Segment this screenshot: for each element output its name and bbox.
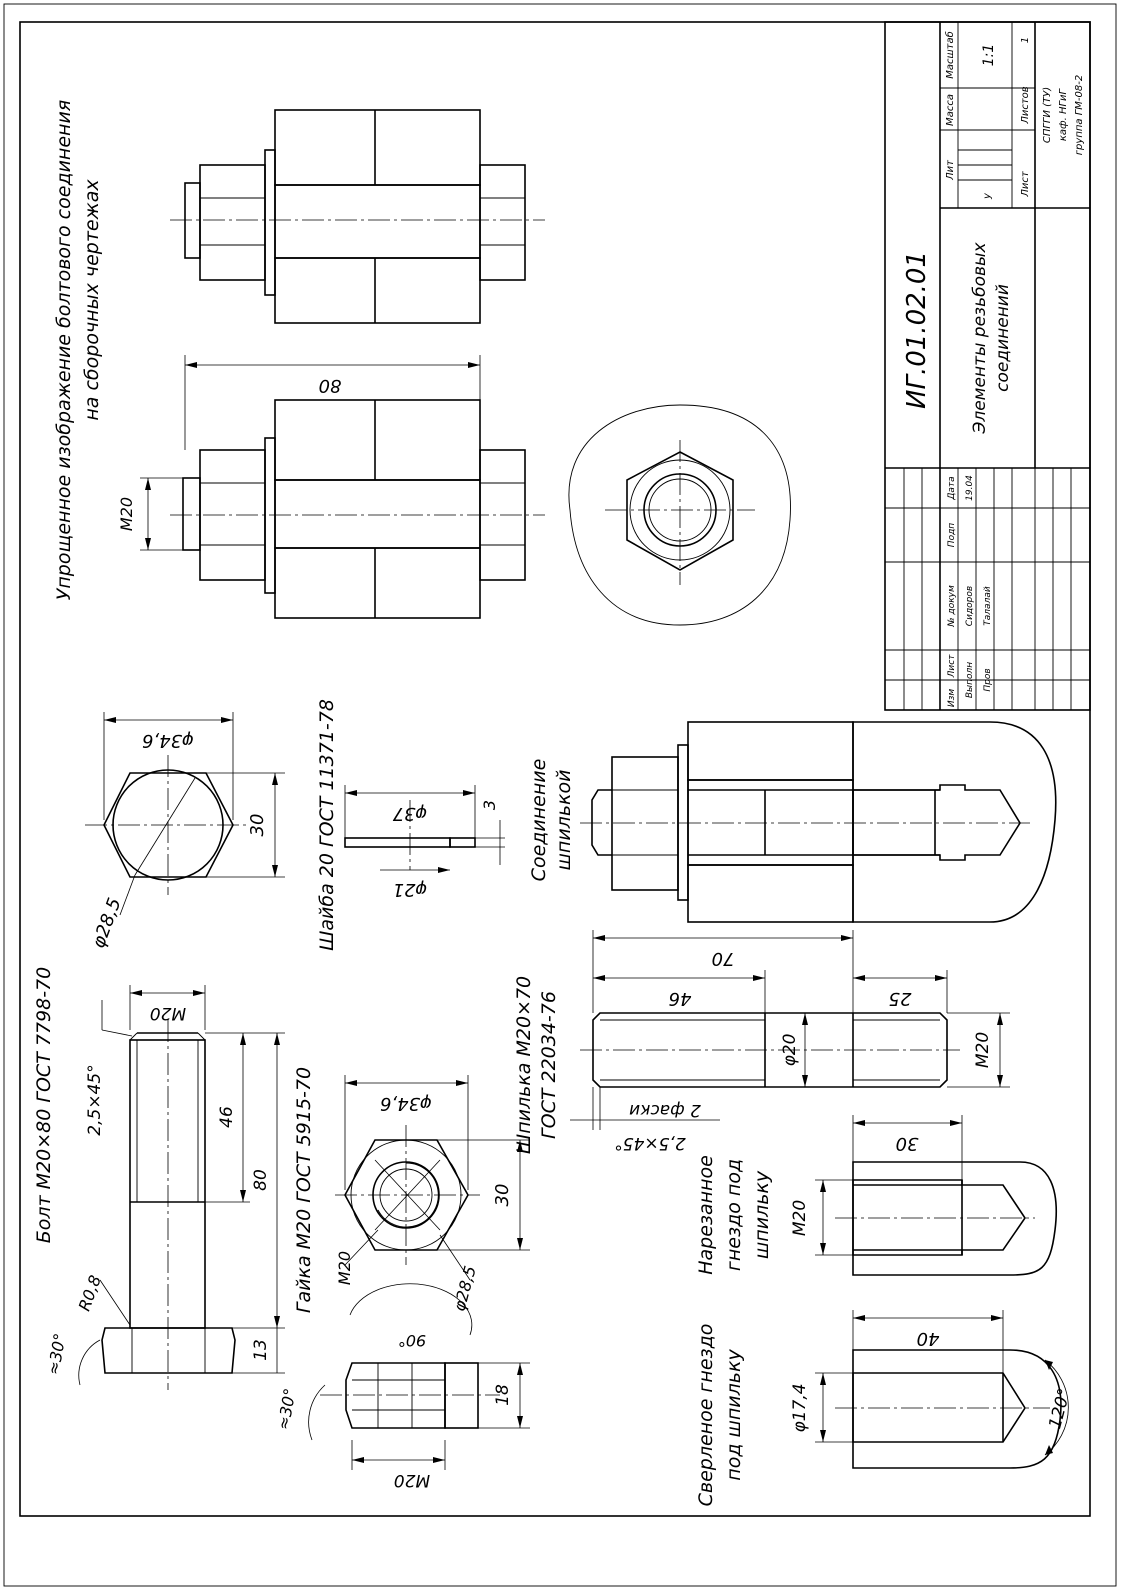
threaded-hole-section: 30 М20 bbox=[790, 1115, 1058, 1276]
caption-stud-joint-line1: Соединение bbox=[528, 759, 550, 882]
nut-side-view: 90° 18 М20 ≈30° bbox=[274, 1283, 530, 1490]
caption-stud-line1: Шпилька М20×70 bbox=[513, 976, 535, 1154]
bolt-side-view: М20 2,5×45° 46 80 13 R0,8 ≈30° bbox=[44, 985, 285, 1390]
simplified-bolted-joint-section: 80 М20 bbox=[117, 355, 545, 619]
dim-hex-circle: φ28,5 bbox=[88, 895, 126, 951]
dim-stud-long-thread: 46 bbox=[669, 988, 692, 1009]
dim-stud-thread: М20 bbox=[973, 1032, 993, 1068]
dim-nut-height: 18 bbox=[493, 1384, 513, 1406]
dim-hex-across-flats: 30 bbox=[247, 814, 268, 837]
bolted-joint-end-view bbox=[568, 404, 791, 626]
caption-stud-joint-line2: шпилькой bbox=[553, 770, 575, 871]
dim-bolt-thread-dia: М20 bbox=[150, 1003, 186, 1023]
developer-name: Сидоров bbox=[965, 586, 975, 626]
dim-nut-angle: ≈30° bbox=[274, 1387, 300, 1431]
dim-bolted-length: 80 bbox=[319, 375, 342, 396]
dim-bolted-thread: М20 bbox=[117, 497, 136, 531]
dim-stud-short-thread: 25 bbox=[889, 988, 912, 1009]
lit-header: Лит bbox=[945, 159, 956, 181]
dim-stud-chamfer-note: 2 фаски bbox=[629, 1100, 701, 1120]
mass-header: Масса bbox=[945, 94, 956, 126]
washer-view: φ37 φ21 3 bbox=[344, 785, 505, 900]
dim-hex-across-corners: φ34,6 bbox=[142, 730, 194, 751]
izm-header: Изм bbox=[947, 689, 957, 708]
dim-bolt-head-h: 13 bbox=[251, 1339, 271, 1361]
sheets-value: 1 bbox=[1020, 37, 1031, 43]
dim-threaded-dia: М20 bbox=[790, 1200, 810, 1236]
caption-drilled-line1: Сверленое гнездо bbox=[695, 1324, 717, 1507]
sign-header: Подп bbox=[947, 523, 957, 547]
bolt-head-end-view: φ34,6 30 φ28,5 bbox=[85, 712, 285, 951]
dim-nut-across-corners: φ34,6 bbox=[380, 1093, 432, 1114]
caption-threaded-line1: Нарезанное bbox=[695, 1155, 717, 1275]
checker-name: Талалай bbox=[983, 586, 993, 626]
stud-view: 70 46 25 φ20 М20 2 фаски 2,5×45° bbox=[570, 930, 1010, 1153]
list-header: Лист bbox=[947, 654, 957, 679]
caption-simplified-line1: Упрощенное изображение болтового соедине… bbox=[53, 100, 75, 600]
nut-end-view: φ34,6 30 М20 φ28,5 bbox=[335, 1075, 530, 1313]
caption-threaded-line2: гнездо под bbox=[723, 1159, 745, 1271]
caption-drilled-line2: под шпильку bbox=[723, 1349, 745, 1481]
simplified-bolted-joint-top bbox=[170, 109, 545, 324]
dim-stud-dia: φ20 bbox=[780, 1034, 800, 1067]
dim-drill-angle: 120° bbox=[1045, 1386, 1075, 1431]
org-line3: группа ГМ-08-2 bbox=[1074, 75, 1085, 155]
dim-bolt-length: 80 bbox=[251, 1169, 271, 1191]
dim-drilled-depth: 40 bbox=[917, 1328, 940, 1349]
dim-bolt-fillet: R0,8 bbox=[75, 1273, 105, 1314]
dim-bolt-thread-len: 46 bbox=[217, 1106, 237, 1128]
dim-nut-cone: 90° bbox=[398, 1331, 426, 1350]
sheets-header: Листов bbox=[1020, 86, 1031, 124]
dim-bolt-angle: ≈30° bbox=[44, 1332, 70, 1376]
doc-title-line2: соединений bbox=[993, 284, 1013, 392]
caption-threaded-line3: шпильку bbox=[751, 1170, 773, 1259]
dim-nut-thread: М20 bbox=[335, 1251, 354, 1285]
drilled-hole-section: 40 φ17,4 120° bbox=[790, 1310, 1075, 1469]
lit-value: у bbox=[982, 192, 993, 200]
doc-code: ИГ.01.02.01 bbox=[902, 251, 932, 409]
dim-washer-thickness: 3 bbox=[480, 800, 499, 810]
caption-nut: Гайка М20 ГОСТ 5915-70 bbox=[293, 1067, 315, 1313]
sheet-outer-border bbox=[3, 3, 1117, 1587]
dim-washer-outer: φ37 bbox=[392, 803, 427, 824]
stud-joint-section bbox=[580, 721, 1057, 923]
org-line2: каф. НГиГ bbox=[1058, 87, 1069, 141]
dim-stud-total: 70 bbox=[712, 948, 735, 969]
scale-header: Масштаб bbox=[944, 31, 956, 79]
role-developer: Выполн bbox=[965, 662, 975, 698]
caption-bolt: Болт М20×80 ГОСТ 7798-70 bbox=[33, 967, 55, 1243]
sheet-frame bbox=[19, 21, 1091, 1517]
caption-simplified-line2: на сборочных чертежах bbox=[81, 179, 103, 421]
dim-threaded-depth: 30 bbox=[896, 1133, 919, 1154]
dim-bolt-chamfer: 2,5×45° bbox=[85, 1064, 105, 1135]
dim-drilled-dia: φ17,4 bbox=[790, 1383, 810, 1432]
date-value: 19.04 bbox=[965, 475, 975, 501]
title-block: ИГ.01.02.01 Элементы резьбовых соединени… bbox=[884, 21, 1091, 711]
caption-stud-line2: ГОСТ 22034-76 bbox=[538, 991, 560, 1139]
dim-stud-chamfer: 2,5×45° bbox=[614, 1133, 685, 1153]
dim-nut-across-flats: 30 bbox=[492, 1184, 513, 1207]
doc-title-line1: Элементы резьбовых bbox=[970, 242, 990, 435]
date-header: Дата bbox=[947, 476, 957, 500]
role-checker: Пров bbox=[983, 668, 993, 691]
sheet-header: Лист bbox=[1020, 170, 1031, 198]
org-line1: СПГГИ (ТУ) bbox=[1042, 87, 1053, 143]
ndoc-header: № докум bbox=[947, 585, 957, 628]
dim-nut-side-thread: М20 bbox=[394, 1470, 430, 1490]
caption-washer: Шайба 20 ГОСТ 11371-78 bbox=[316, 699, 338, 951]
dim-washer-inner: φ21 bbox=[393, 879, 428, 900]
scale-value: 1:1 bbox=[981, 44, 997, 67]
